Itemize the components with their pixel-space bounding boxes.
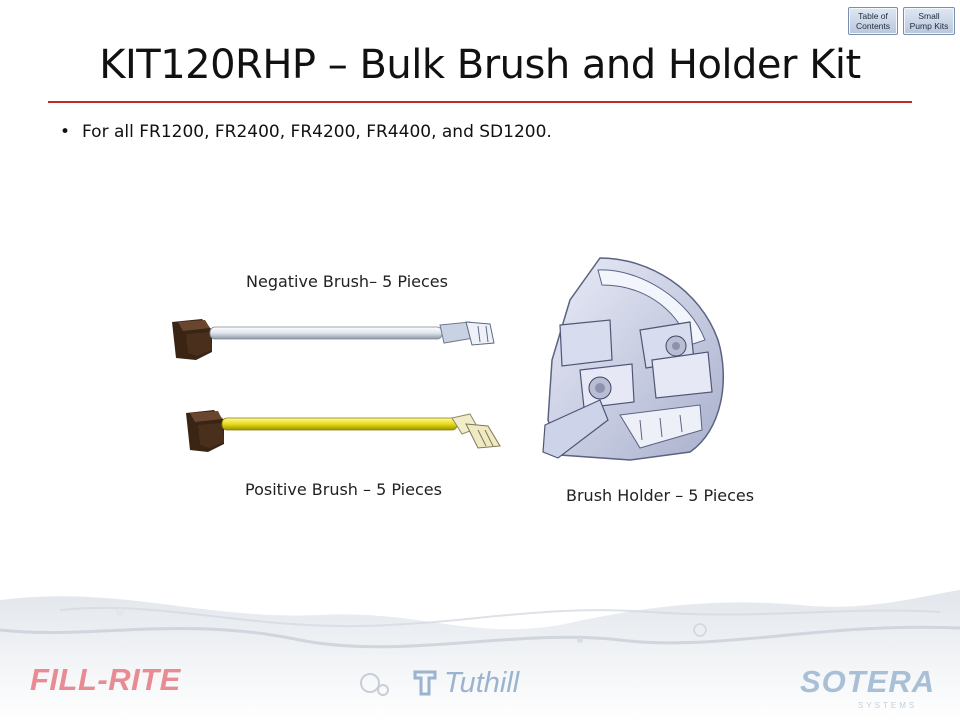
brush-holder-illustration	[542, 257, 724, 461]
title-divider	[48, 101, 912, 103]
brush-holder-caption: Brush Holder – 5 Pieces	[566, 486, 755, 505]
small-pump-kits-label: Small Pump Kits	[909, 11, 949, 31]
fill-rite-logo: FILL-RITE	[30, 662, 181, 697]
sotera-logo-subtext: SYSTEMS	[858, 701, 918, 710]
negative-brush-caption: Negative Brush– 5 Pieces	[246, 272, 448, 291]
negative-brush-illustration	[172, 319, 495, 360]
tuthill-logo: Tuthill	[412, 667, 519, 700]
slide-title: KIT120RHP – Bulk Brush and Holder Kit	[99, 42, 861, 88]
small-pump-kits-button[interactable]: Small Pump Kits	[903, 7, 955, 35]
tuthill-mark-icon	[413, 670, 437, 696]
positive-brush-caption: Positive Brush – 5 Pieces	[245, 480, 442, 499]
tuthill-wordmark: Tuthill	[444, 667, 520, 699]
sotera-logo: SOTERA	[800, 664, 936, 699]
positive-brush-illustration	[186, 410, 501, 452]
table-of-contents-button[interactable]: Table of Contents	[848, 7, 898, 35]
bullet-glyph: •	[60, 122, 71, 142]
bullet-text: For all FR1200, FR2400, FR4200, FR4400, …	[82, 122, 552, 142]
table-of-contents-label: Table of Contents	[855, 11, 891, 31]
water-splash-background	[0, 590, 960, 720]
bullet-item: • For all FR1200, FR2400, FR4200, FR4400,…	[60, 122, 552, 142]
